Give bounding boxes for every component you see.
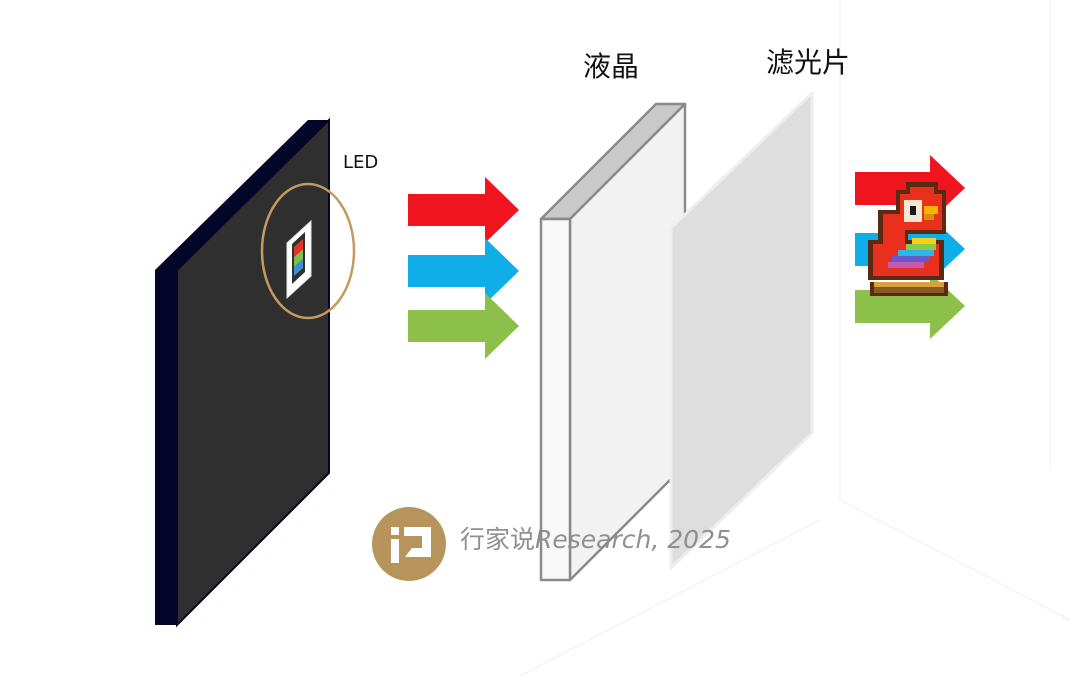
background-lines [519, 0, 1070, 676]
lc-front [539, 217, 572, 582]
filter-front [669, 91, 814, 570]
led-blue-segment [294, 259, 303, 276]
brand-logo-icon [372, 507, 446, 581]
pixel-parrot-icon [868, 182, 948, 296]
led-red-segment [294, 239, 303, 257]
arrow-red-in [408, 177, 519, 243]
liquid-crystal-label: 液晶 [583, 50, 639, 83]
led-chip [286, 219, 312, 300]
input-arrows [408, 177, 519, 359]
arrow-green-in [408, 293, 519, 359]
filter-label: 滤光片 [766, 46, 850, 79]
arrow-blue-in [408, 238, 519, 304]
color-filter-panel [669, 91, 814, 570]
watermark-brand-en: Research, 2025 [535, 525, 731, 554]
backlight-side [155, 120, 329, 270]
backlight-panel [155, 117, 330, 628]
backlight-front [176, 117, 330, 628]
svg-text:行家说Research, 2025: 行家说Research, 2025 [460, 525, 731, 554]
backlight-edge [155, 270, 177, 625]
watermark-brand-cn: 行家说 [460, 525, 535, 554]
led-label: LED [343, 152, 378, 173]
led-highlight-ring [260, 182, 356, 320]
led-green-segment [294, 249, 303, 267]
liquid-crystal-panel [539, 102, 687, 582]
watermark: 行家说Research, 2025 [372, 507, 731, 581]
